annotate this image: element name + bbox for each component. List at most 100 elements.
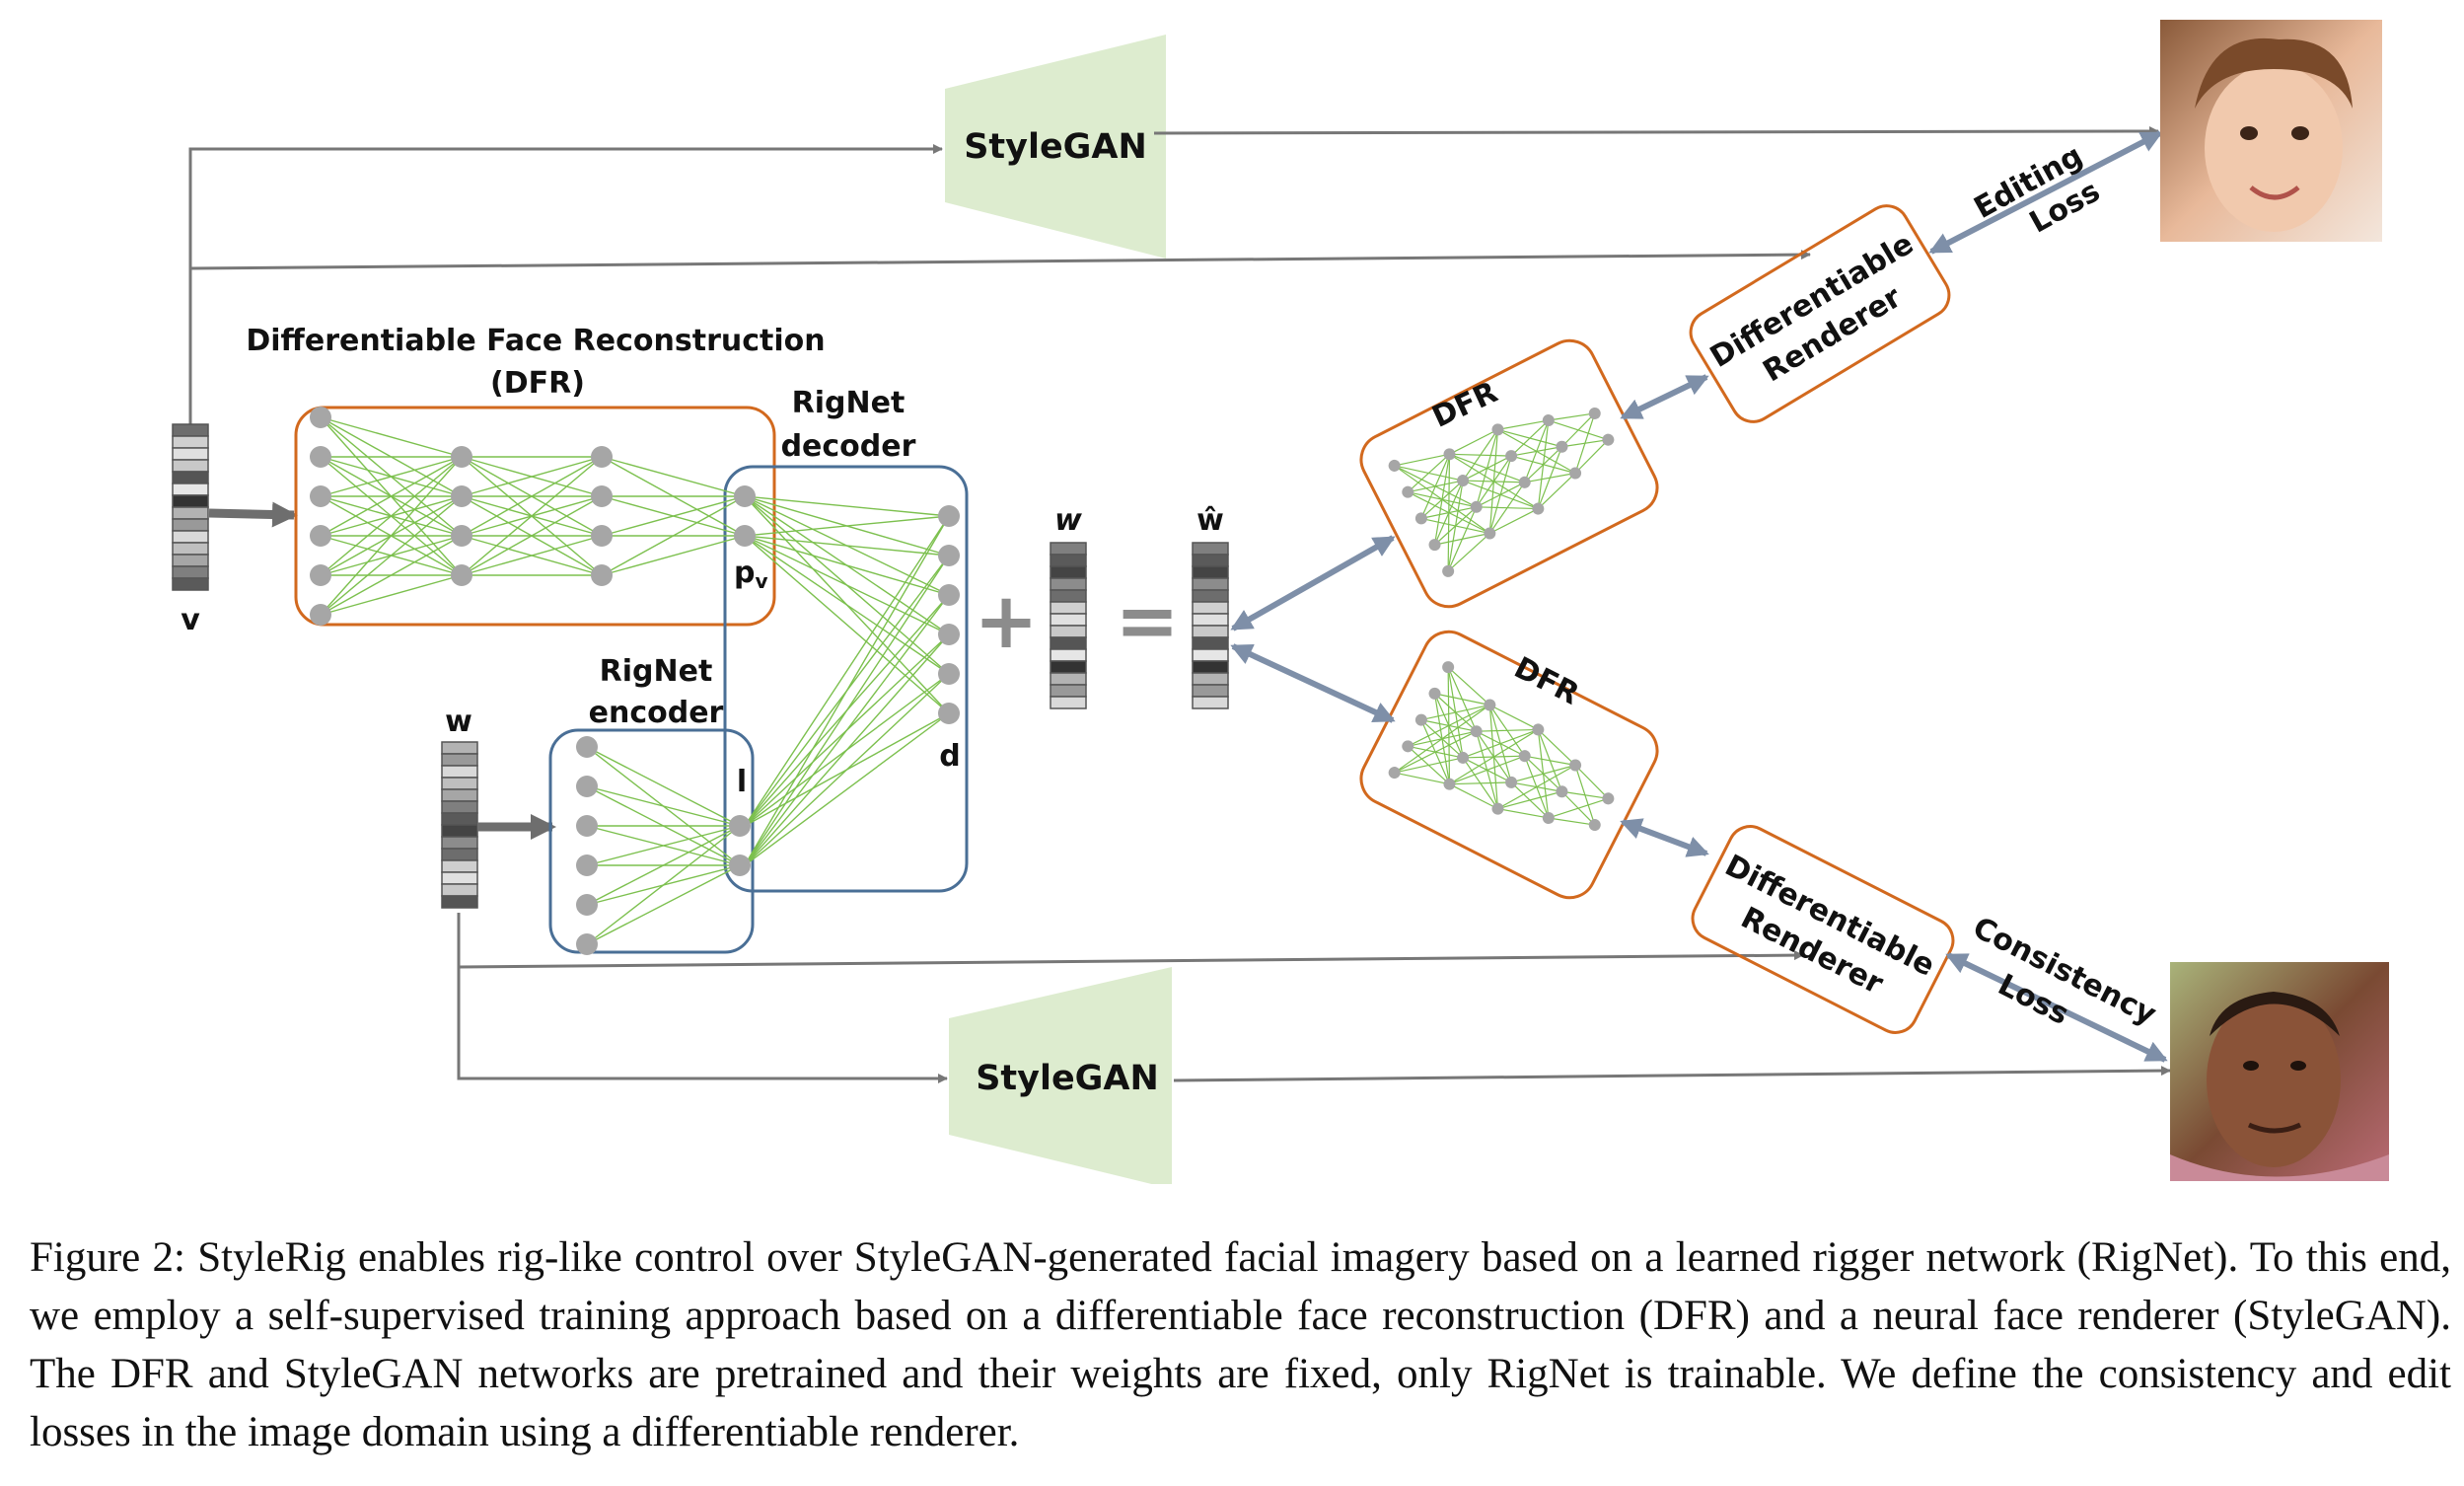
latent-cell (441, 883, 478, 897)
network-node (938, 703, 960, 724)
equals-sign: = (1115, 577, 1179, 666)
latent-cell (1050, 684, 1087, 698)
network-node (938, 545, 960, 566)
network-node (1388, 459, 1401, 472)
latent-cell (441, 777, 478, 790)
network-edge (1407, 453, 1450, 493)
network-node (576, 776, 598, 797)
figure-caption: Figure 2: StyleRig enables rig-like cont… (30, 1234, 2451, 1455)
latent-cell (172, 577, 209, 591)
latent-cell (172, 483, 209, 496)
latent-cell (1192, 589, 1229, 603)
network-node (451, 485, 472, 507)
blue-double-arrows (1230, 130, 2168, 1063)
network-node (1518, 476, 1531, 488)
network-node (938, 584, 960, 606)
network-edge (1394, 730, 1477, 774)
latent-cell (1192, 625, 1229, 638)
latent-cell (172, 435, 209, 449)
latent-cell (441, 788, 478, 802)
latent-cell (1192, 696, 1229, 709)
network-edge (1394, 772, 1450, 785)
v-connectors (188, 126, 2159, 424)
latent-cell (1050, 577, 1087, 591)
latent-cell (1192, 577, 1229, 591)
latent-cell (1050, 660, 1087, 674)
rignet-encoder-box (548, 728, 755, 954)
network-edge (1434, 693, 1490, 706)
network-node (1518, 750, 1531, 763)
stylegan-bottom-block (949, 967, 1172, 1184)
rignet-encoder-title-2: encoder (589, 696, 724, 730)
network-node (1542, 414, 1555, 427)
network-node (451, 564, 472, 586)
network-edge (1574, 765, 1609, 799)
w-mid-label: w (1054, 503, 1082, 538)
latent-cell (172, 506, 209, 520)
network-edge (1548, 817, 1595, 826)
network-edge (320, 416, 463, 458)
latent-cell (1192, 660, 1229, 674)
network-node (1428, 687, 1441, 700)
latent-cell (1192, 648, 1229, 662)
network-node (1428, 539, 1441, 552)
network-node (451, 446, 472, 468)
network-edge (1447, 666, 1490, 706)
network-edge (601, 495, 746, 576)
latent-cell (172, 554, 209, 567)
latent-cell (441, 848, 478, 861)
dfr-title: Differentiable Face Reconstruction (246, 324, 825, 358)
network-node (1442, 564, 1455, 577)
network-edge (601, 535, 746, 576)
network-edge (1489, 704, 1539, 730)
network-edge (461, 456, 603, 497)
network-node (1588, 407, 1601, 419)
w-left-label: w (445, 705, 472, 739)
network-node (1505, 776, 1518, 788)
latent-cell (1050, 565, 1087, 579)
dfr-title-abbrev: (DFR) (490, 366, 585, 401)
network-node (729, 815, 751, 837)
network-edge (1537, 419, 1550, 509)
network-edge (320, 456, 463, 497)
network-edge (320, 456, 463, 576)
network-edge (1497, 419, 1549, 430)
latent-cell (1192, 554, 1229, 567)
network-edge (1449, 428, 1498, 455)
network-edge (320, 574, 463, 616)
network-edge (1447, 454, 1451, 571)
network-edge (1462, 728, 1539, 759)
network-edge (1548, 412, 1595, 421)
network-edge (744, 515, 950, 827)
network-node (1484, 699, 1496, 711)
network-edge (1449, 728, 1539, 785)
d-label: d (939, 739, 960, 774)
stylerig-diagram: StyleGAN StyleGAN v w w ŵ Differentiable… (172, 20, 2389, 1184)
network-edge (1449, 755, 1525, 785)
network-edge (1537, 473, 1576, 509)
network-edge (1476, 429, 1499, 507)
network-edge (320, 456, 463, 616)
network-edge (1394, 453, 1450, 467)
latent-cell (172, 530, 209, 544)
network-node (1470, 500, 1483, 513)
network-node (1602, 433, 1615, 446)
network-node (1588, 819, 1601, 832)
rignet-decoder-title: RigNet (792, 386, 906, 420)
network-edge (1462, 429, 1498, 482)
network-node (1491, 423, 1504, 436)
network-edge (586, 825, 741, 866)
latent-cell (441, 765, 478, 779)
latent-cell (172, 447, 209, 461)
network-edge (1488, 482, 1526, 534)
network-edge (320, 456, 463, 537)
network-edge (586, 746, 741, 827)
network-edge (1449, 783, 1498, 810)
network-node (310, 604, 331, 626)
network-node (1470, 725, 1483, 738)
network-edge (1524, 755, 1576, 767)
latent-cell (172, 565, 209, 579)
network-node (1542, 811, 1555, 824)
network-node (1484, 527, 1496, 540)
network-node (310, 485, 331, 507)
